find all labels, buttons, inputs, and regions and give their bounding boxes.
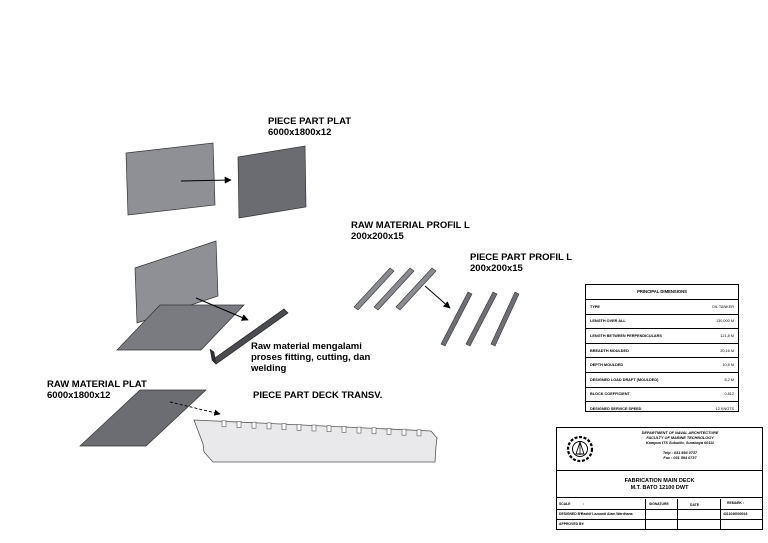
scale-label: SCALE	[559, 502, 571, 506]
pd-label: DEPTH MOULDED	[590, 363, 624, 368]
pd-row: DEPTH MOULDED 10,8 M	[586, 358, 738, 373]
deck-notch	[371, 427, 377, 435]
label-piece-part-profil: PIECE PART PROFIL L 200x200x15	[470, 252, 573, 274]
approved-by-label: APPROVED BY	[559, 522, 584, 526]
piece-profiles	[440, 291, 520, 347]
pd-label: DESIGNED SERVICE SPEED	[590, 407, 642, 412]
pd-value: 12 KNOTS	[715, 407, 734, 412]
pd-row: DESIGNED LOAD DRAFT (MOULDED) 8,2 M	[586, 373, 738, 388]
deck-notch	[266, 422, 272, 430]
arrow-plate-to-piece	[180, 176, 232, 184]
drawing-title-text: FABRICATION MAIN DECK M.T. BATO 12100 DW…	[624, 478, 695, 491]
institution-info: DEPARTMENT OF NAVAL ARCHITECTURE FACULTY…	[641, 431, 719, 460]
pd-label: DESIGNED LOAD DRAFT (MOULDED)	[590, 377, 659, 382]
pd-row: TYPE OIL TANKER	[586, 300, 738, 315]
deck-notch	[281, 423, 287, 430]
student-id: 4311046000016	[723, 512, 748, 516]
designed-by-value: Rashif Lazuardi Alam Wardhana	[581, 512, 633, 516]
designed-by-label: DESIGNED BY	[559, 512, 583, 516]
signature-label: SIGNATURE	[649, 502, 669, 506]
assembly-arrow	[195, 297, 249, 321]
title-block-grid: SCALE : SIGNATURE DATE REMARK : DESIGNED…	[557, 499, 762, 529]
pd-label: BREADTH MOULDED	[590, 348, 629, 353]
deck-notch	[296, 423, 302, 431]
pd-row: DESIGNED SERVICE SPEED 12 KNOTS	[586, 402, 738, 417]
deck-notch	[251, 421, 257, 429]
pd-value: 8,2 M	[724, 377, 735, 382]
raw-plate-top	[125, 142, 216, 216]
scale-value: :	[583, 502, 585, 506]
deck-transverse-notches	[221, 420, 422, 437]
arrow-profil-to-piece	[424, 285, 451, 309]
raw-plate-bottom	[79, 389, 207, 447]
deck-notch	[326, 425, 332, 432]
assembly-profile-web	[209, 348, 217, 365]
pd-row: BREADTH MOULDED 20,16 M	[586, 344, 738, 359]
assembly-base-plate	[116, 304, 245, 351]
pd-label: TYPE	[590, 304, 600, 309]
pd-label: LENGTH BETWEEN PERPENDICULARS	[590, 333, 662, 338]
deck-notch	[236, 421, 242, 428]
title-block-header: DEPARTMENT OF NAVAL ARCHITECTURE FACULTY…	[557, 428, 762, 471]
title-block: DEPARTMENT OF NAVAL ARCHITECTURE FACULTY…	[556, 427, 763, 530]
principal-dimensions-table: PRINCIPAL DIMENSIONS TYPE OIL TANKER LENG…	[585, 284, 739, 412]
pd-value: 0.812	[724, 392, 734, 397]
its-logo-icon	[566, 435, 594, 463]
pd-label: LENGTH OVER ALL	[590, 319, 626, 324]
pd-row: BLOCK COEFFICIENT 0.812	[586, 388, 738, 403]
label-process-note: Raw material mengalami proses fitting, c…	[251, 341, 371, 374]
pd-value: 10,8 M	[722, 363, 734, 368]
deck-notch	[386, 428, 392, 435]
piece-part-plate	[237, 145, 307, 219]
label-raw-material-plat: RAW MATERIAL PLAT 6000x1800x12	[47, 379, 147, 401]
drawing-title: FABRICATION MAIN DECK M.T. BATO 12100 DW…	[557, 471, 762, 498]
principal-dimensions-title: PRINCIPAL DIMENSIONS	[586, 285, 738, 300]
date-label: DATE	[690, 503, 699, 507]
pd-value: 20,16 M	[720, 348, 734, 353]
deck-notch	[221, 420, 227, 428]
approved-by-value: :	[583, 522, 585, 526]
label-piece-part-deck: PIECE PART DECK TRANSV.	[253, 390, 383, 401]
assembly-vertical-plate	[134, 240, 219, 324]
pd-row: LENGTH BETWEEN PERPENDICULARS 121,8 M	[586, 329, 738, 344]
deck-notch	[341, 426, 347, 433]
raw-profiles	[353, 267, 437, 311]
deck-notch	[356, 426, 362, 434]
deck-notch	[401, 428, 407, 436]
pd-value: OIL TANKER	[711, 304, 734, 309]
label-piece-part-plat: PIECE PART PLAT 6000x1800x12	[268, 116, 352, 138]
deck-notch	[416, 429, 422, 437]
pd-value: 130,000 M	[716, 319, 734, 324]
pd-label: BLOCK COEFFICIENT	[590, 392, 630, 397]
arrow-plate-to-deck	[169, 401, 221, 416]
deck-notch	[311, 424, 317, 432]
remark-label: REMARK :	[727, 501, 744, 505]
label-raw-material-profil: RAW MATERIAL PROFIL L 200x200x15	[351, 220, 470, 242]
pd-value: 121,8 M	[720, 333, 734, 338]
pd-row: LENGTH OVER ALL 130,000 M	[586, 315, 738, 330]
